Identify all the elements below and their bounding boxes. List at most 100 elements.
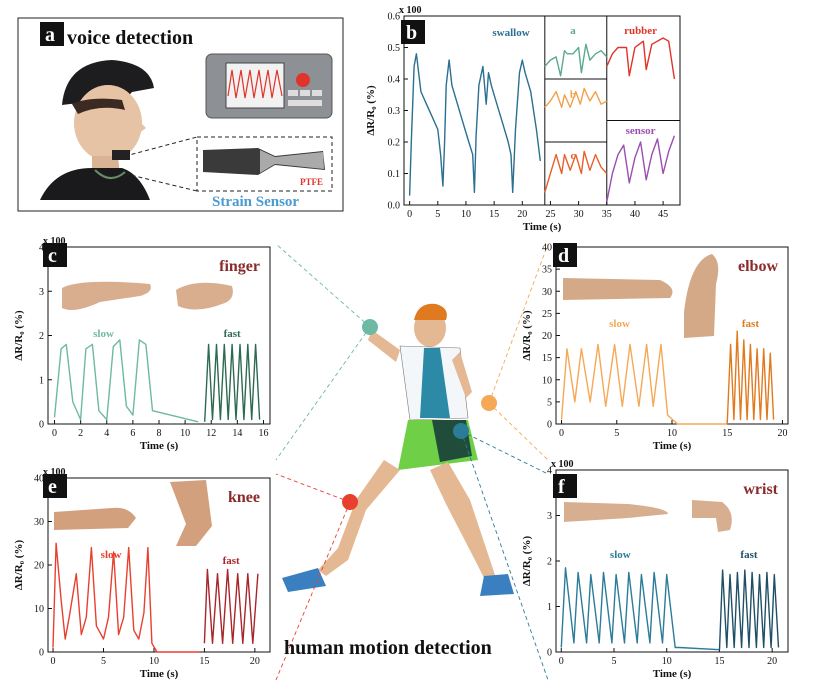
series-line-slow xyxy=(560,567,720,651)
x-tick-label: 20 xyxy=(517,209,527,220)
series-label-c: c xyxy=(571,150,576,162)
series-label-rubber: rubber xyxy=(624,25,657,37)
x-tick-label: 15 xyxy=(489,209,499,220)
y-tick-label: 10 xyxy=(542,375,552,386)
series-line-fast xyxy=(204,343,261,422)
x-tick-label: 10 xyxy=(461,209,471,220)
x-tick-label: 20 xyxy=(250,656,260,667)
running-athlete-illustration xyxy=(282,303,514,596)
x-tick-label: 15 xyxy=(199,656,209,667)
elbow-fast-photo xyxy=(684,254,719,338)
x-tick-label: 15 xyxy=(714,656,724,667)
y-tick-label: 15 xyxy=(542,353,552,364)
y-tick-label: 0.3 xyxy=(388,106,401,117)
y-tick-label: 1 xyxy=(547,602,552,613)
ptfe-label: PTFE xyxy=(300,177,323,187)
x-axis-label: Time (s) xyxy=(653,440,692,452)
chart-f-title: wrist xyxy=(743,481,778,498)
y-axis-label: ΔR/R₀ (%) xyxy=(365,85,377,136)
panel-e-letter-box xyxy=(43,474,67,498)
series-line-fast xyxy=(203,568,259,644)
series-line-sensor xyxy=(606,135,676,202)
x-tick-label: 30 xyxy=(574,209,584,220)
series-line-slow xyxy=(560,343,728,425)
panel-e-letter: e xyxy=(48,476,57,498)
fast-label: fast xyxy=(742,318,759,330)
x-tick-label: 5 xyxy=(435,209,440,220)
y-tick-label: 30 xyxy=(542,287,552,298)
x-tick-label: 0 xyxy=(559,656,564,667)
series-label-swallow: swallow xyxy=(492,27,529,39)
series-label-sensor: sensor xyxy=(626,125,656,137)
x-tick-label: 2 xyxy=(78,428,83,439)
x-tick-label: 5 xyxy=(612,656,617,667)
y-tick-label: 0.2 xyxy=(388,138,401,149)
connector-lines xyxy=(275,243,549,681)
knee-slow-photo xyxy=(54,507,136,530)
x-tick-label: 25 xyxy=(545,209,555,220)
y-tick-label: 0 xyxy=(547,648,552,659)
x-tick-label: 5 xyxy=(101,656,106,667)
wrist-slow-photo xyxy=(564,502,668,522)
y-axis-label: ΔR/R₀ (%) xyxy=(521,310,533,361)
x-axis-label: Time (s) xyxy=(653,668,692,680)
fast-label: fast xyxy=(740,549,757,561)
series-line-slow xyxy=(53,339,199,423)
x-tick-label: 10 xyxy=(149,656,159,667)
series-line-rubber xyxy=(606,37,676,80)
series-line-swallow xyxy=(408,53,541,196)
y-tick-label: 0.1 xyxy=(388,169,401,180)
y-tick-label: 2 xyxy=(39,331,44,342)
slow-label: slow xyxy=(93,328,114,340)
y-axis-label: ΔR/R₀ (%) xyxy=(13,540,25,591)
series-label-b: b xyxy=(570,89,576,101)
axis-multiplier: x 100 xyxy=(43,467,66,478)
y-tick-label: 1 xyxy=(39,375,44,386)
panel-c-letter: c xyxy=(48,245,57,267)
x-tick-label: 8 xyxy=(157,428,162,439)
x-tick-label: 20 xyxy=(767,656,777,667)
y-axis-label: ΔR/R₀ (%) xyxy=(521,536,533,587)
slow-label: slow xyxy=(609,318,630,330)
y-axis-label: ΔR/R₀ (%) xyxy=(13,310,25,361)
y-tick-label: 10 xyxy=(34,604,44,615)
x-tick-label: 12 xyxy=(206,428,216,439)
limb-photos xyxy=(54,254,732,546)
elbow-slow-photo xyxy=(563,278,673,300)
panel-d-letter: d xyxy=(558,245,569,267)
y-tick-label: 2 xyxy=(547,557,552,568)
x-tick-label: 0 xyxy=(51,656,56,667)
x-tick-label: 20 xyxy=(777,428,787,439)
x-tick-label: 10 xyxy=(180,428,190,439)
fast-label: fast xyxy=(223,555,240,567)
boy-with-cap-illustration xyxy=(40,60,154,200)
x-axis-label: Time (s) xyxy=(140,668,179,680)
y-tick-label: 4 xyxy=(547,466,552,477)
fast-label: fast xyxy=(224,328,241,340)
series-label-a: a xyxy=(570,25,576,37)
y-tick-label: 0 xyxy=(547,420,552,431)
x-axis-label: Time (s) xyxy=(523,221,562,233)
y-tick-label: 0.4 xyxy=(388,75,401,86)
x-tick-label: 45 xyxy=(658,209,668,220)
panel-a-letter-box xyxy=(40,22,64,46)
x-tick-label: 10 xyxy=(667,428,677,439)
slow-label: slow xyxy=(610,549,631,561)
panel-a-title: voice detection xyxy=(67,27,193,49)
series-line-b xyxy=(544,87,608,109)
panel-a: a voice detection PT xyxy=(17,17,344,212)
y-tick-label: 0.5 xyxy=(388,43,401,54)
motion-detection-title: human motion detection xyxy=(284,637,492,659)
y-tick-label: 40 xyxy=(34,474,44,485)
axis-multiplier: x 100 xyxy=(551,459,574,470)
chart-c-title: finger xyxy=(219,258,260,275)
y-tick-label: 0 xyxy=(39,420,44,431)
y-tick-label: 3 xyxy=(547,511,552,522)
y-tick-label: 0 xyxy=(39,648,44,659)
